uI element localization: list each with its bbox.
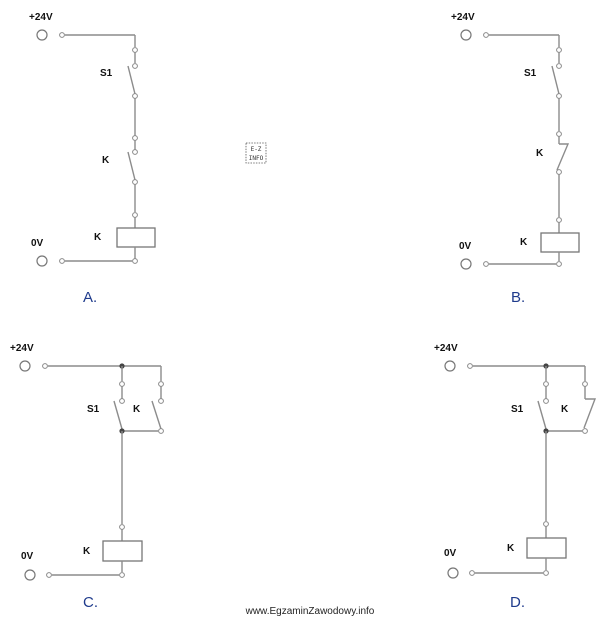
diagram-c: +24V S1 K K 0V C. bbox=[10, 343, 164, 611]
supply-terminal-d bbox=[444, 360, 456, 372]
coil-label-d: K bbox=[507, 543, 515, 554]
contact-k-no bbox=[127, 151, 136, 181]
footer-site: www.EgzaminZawodowy.info bbox=[245, 606, 375, 617]
coil-label-a: K bbox=[94, 232, 102, 243]
svg-text:E-Z: E-Z bbox=[251, 146, 262, 153]
caption-c: C. bbox=[83, 594, 98, 611]
diagram-a: +24V S1 K K 0V A. bbox=[29, 12, 156, 306]
ground-label-a: 0V bbox=[31, 238, 44, 249]
ground-terminal-c bbox=[24, 569, 36, 581]
diagram-d: +24V S1 K K 0V D. bbox=[434, 343, 597, 611]
ground-label-d: 0V bbox=[444, 548, 457, 559]
supply-terminal-b bbox=[460, 29, 472, 41]
relay-coil-k bbox=[526, 537, 567, 559]
diagram-b: +24V S1 K K 0V B. bbox=[451, 12, 580, 306]
switch-label-c: S1 bbox=[87, 404, 100, 415]
relay-coil-k bbox=[102, 540, 143, 562]
ground-label-b: 0V bbox=[459, 241, 472, 252]
contact-label-b: K bbox=[536, 148, 544, 159]
caption-b: B. bbox=[511, 289, 525, 306]
caption-d: D. bbox=[510, 594, 525, 611]
relay-coil-k bbox=[116, 227, 156, 248]
supply-label-a: +24V bbox=[29, 12, 53, 23]
ground-terminal-b bbox=[460, 258, 472, 270]
contact-k-nc bbox=[583, 398, 597, 429]
svg-text:INFO: INFO bbox=[249, 155, 264, 162]
switch-s1-no-contact bbox=[127, 65, 136, 95]
contact-label-a: K bbox=[102, 155, 110, 166]
switch-s1-no-contact bbox=[551, 65, 560, 95]
relay-coil-k bbox=[540, 232, 580, 253]
switch-label-a: S1 bbox=[100, 68, 113, 79]
switch-label-d: S1 bbox=[511, 404, 524, 415]
supply-terminal-a bbox=[36, 29, 48, 41]
supply-label-c: +24V bbox=[10, 343, 34, 354]
ground-terminal-d bbox=[447, 567, 459, 579]
contact-label-c: K bbox=[133, 404, 141, 415]
ezinfo-logo: E-Z INFO bbox=[245, 142, 267, 164]
coil-label-b: K bbox=[520, 237, 528, 248]
ground-label-c: 0V bbox=[21, 551, 34, 562]
supply-label-d: +24V bbox=[434, 343, 458, 354]
switch-s1-no-contact bbox=[537, 400, 547, 430]
contact-k-no bbox=[151, 400, 162, 430]
contact-k-nc bbox=[556, 143, 570, 171]
switch-label-b: S1 bbox=[524, 68, 537, 79]
switch-s1-no-contact bbox=[113, 400, 123, 430]
supply-label-b: +24V bbox=[451, 12, 475, 23]
coil-label-c: K bbox=[83, 546, 91, 557]
caption-a: A. bbox=[83, 289, 97, 306]
supply-terminal-c bbox=[19, 360, 31, 372]
contact-label-d: K bbox=[561, 404, 569, 415]
ground-terminal-a bbox=[36, 255, 48, 267]
